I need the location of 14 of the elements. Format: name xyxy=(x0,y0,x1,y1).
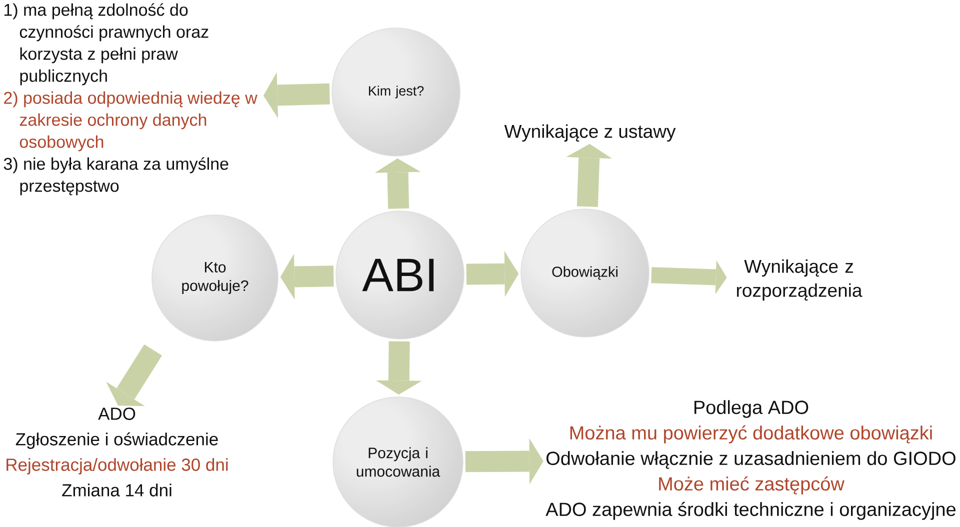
label: Wynikające z ustawy xyxy=(504,124,676,142)
block-arrow xyxy=(106,344,162,406)
numbered-list: 1) ma pełną zdolność do czynności prawnych oraz korzysta z pełni praw publicznych 2) posiada odpowiednią wiedzę w zakresie ochrony danych osobowych 3) nie była karana za umyślne przestępstwo xyxy=(4,3,258,196)
paragraph: Podlega ADO Można mu powierzyć dodatkowe obowiązki Odwołanie włącznie z uzasadnieniem do GIODO Może mieć zastępców ADO zapewnia środki techniczne i organizacyjne xyxy=(546,400,956,520)
block-arrow xyxy=(263,72,330,118)
block-arrow xyxy=(376,341,422,395)
label: Wynikające z rozporządzenia xyxy=(737,259,862,301)
block-arrow xyxy=(566,144,612,208)
paragraph: ADO Zgłoszenie i oświadczenie Rejestracja/odwołanie 30 dni Zmiana 14 dni xyxy=(6,408,228,496)
block-arrow xyxy=(466,250,519,297)
block-arrow xyxy=(651,260,727,294)
block-arrow xyxy=(465,438,544,484)
block-arrow xyxy=(280,254,334,300)
block-arrow xyxy=(374,158,421,209)
